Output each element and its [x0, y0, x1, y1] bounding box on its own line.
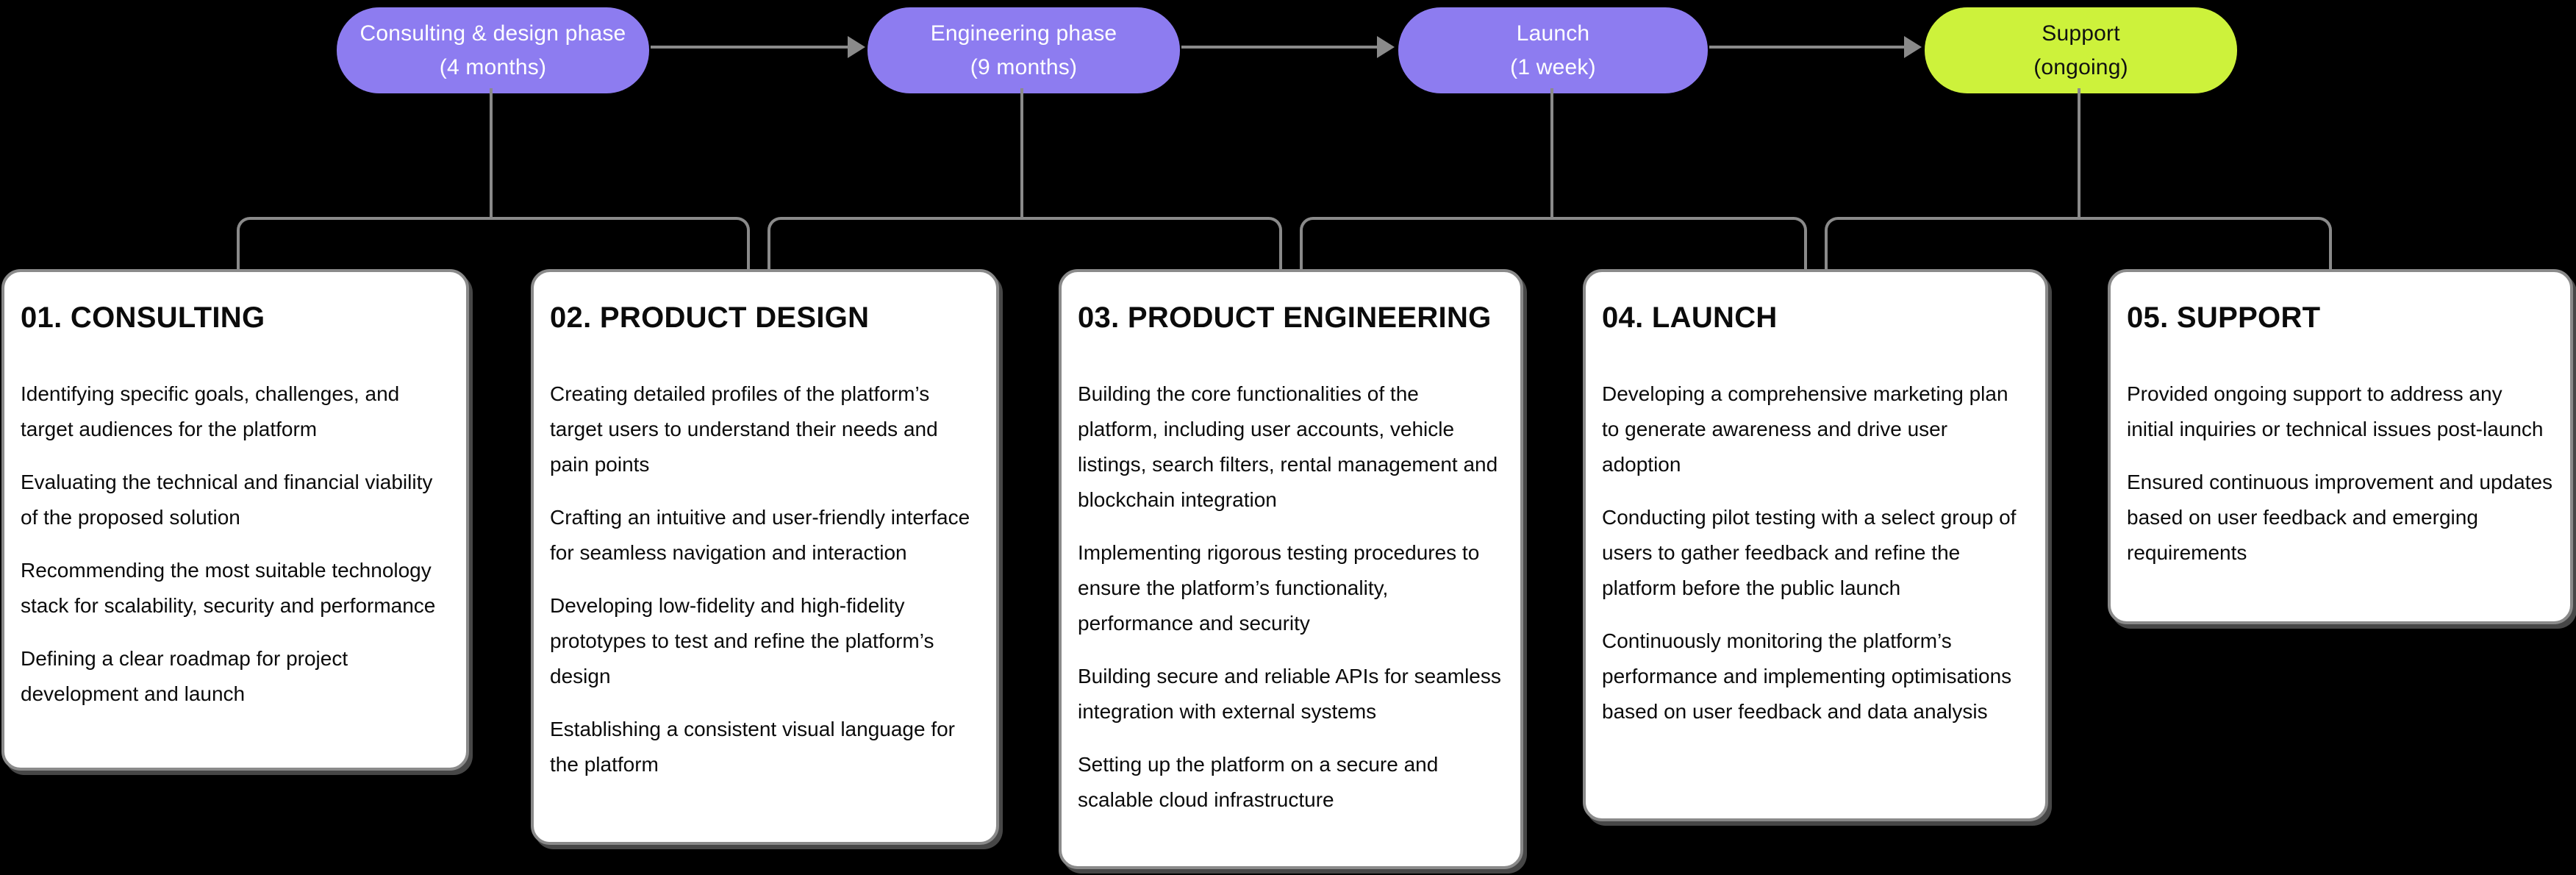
phase-duration: (1 week): [1510, 54, 1596, 79]
card-paragraph: Building secure and reliable APIs for se…: [1078, 665, 1501, 723]
card-paragraph: Building the core functionalities of the…: [1078, 382, 1498, 511]
card-paragraph: Defining a clear roadmap for project dev…: [21, 647, 348, 705]
phase-pill-launch: Launch (1 week): [1398, 7, 1708, 93]
card-paragraph: Evaluating the technical and financial v…: [21, 471, 433, 529]
phase-pill-support: Support (ongoing): [1925, 7, 2237, 93]
connector-stem: [1550, 88, 1553, 220]
card-paragraph: Crafting an intuitive and user-friendly …: [550, 506, 970, 564]
card-title: 05. SUPPORT: [2127, 301, 2321, 334]
card-paragraph: Establishing a consistent visual languag…: [550, 718, 956, 776]
phase-title: Engineering phase: [930, 21, 1117, 46]
connector-stem: [1020, 88, 1023, 220]
arrow-line: [651, 46, 849, 49]
card-product-design: 02. PRODUCT DESIGN Creating detailed pro…: [531, 269, 999, 845]
card-paragraph: Developing a comprehensive marketing pla…: [1602, 382, 2008, 476]
connector-stem: [2078, 88, 2081, 220]
card-product-engineering: 03. PRODUCT ENGINEERING Building the cor…: [1059, 269, 1523, 869]
phase-duration: (4 months): [439, 54, 547, 79]
card-title: 01. CONSULTING: [21, 301, 265, 334]
card-paragraph: Developing low-fidelity and high-fidelit…: [550, 594, 934, 688]
phase-pill-engineering: Engineering phase (9 months): [867, 7, 1180, 93]
card-paragraph: Conducting pilot testing with a select g…: [1602, 506, 2017, 599]
connector-bracket: [768, 217, 1282, 269]
card-consulting: 01. CONSULTING Identifying specific goal…: [1, 269, 469, 771]
card-title: 02. PRODUCT DESIGN: [550, 301, 870, 334]
phase-title: Support: [2042, 21, 2120, 46]
phase-duration: (ongoing): [2033, 54, 2128, 79]
card-launch: 04. LAUNCH Developing a comprehensive ma…: [1583, 269, 2048, 821]
phase-pill-consulting-design: Consulting & design phase (4 months): [337, 7, 649, 93]
card-title: 03. PRODUCT ENGINEERING: [1078, 301, 1492, 334]
phase-title: Launch: [1516, 21, 1590, 46]
card-paragraph: Implementing rigorous testing procedures…: [1078, 541, 1480, 635]
card-support: 05. SUPPORT Provided ongoing support to …: [2108, 269, 2573, 624]
arrow-line: [1709, 46, 1906, 49]
connector-bracket: [1300, 217, 1807, 269]
card-paragraph: Provided ongoing support to address any …: [2127, 382, 2544, 440]
card-paragraph: Recommending the most suitable technolog…: [21, 559, 436, 617]
arrow-line: [1181, 46, 1378, 49]
card-paragraph: Creating detailed profiles of the platfo…: [550, 382, 938, 476]
card-paragraph: Setting up the platform on a secure and …: [1078, 753, 1439, 811]
connector-bracket: [237, 217, 750, 269]
connector-bracket: [1825, 217, 2332, 269]
arrow-right-icon: [848, 36, 865, 58]
arrow-right-icon: [1904, 36, 1922, 58]
card-paragraph: Continuously monitoring the platform’s p…: [1602, 629, 2012, 723]
card-paragraph: Identifying specific goals, challenges, …: [21, 382, 400, 440]
arrow-right-icon: [1377, 36, 1395, 58]
connector-stem: [490, 88, 493, 220]
card-title: 04. LAUNCH: [1602, 301, 1778, 334]
phase-title: Consulting & design phase: [359, 21, 626, 46]
phase-duration: (9 months): [970, 54, 1078, 79]
card-paragraph: Ensured continuous improvement and updat…: [2127, 471, 2553, 564]
